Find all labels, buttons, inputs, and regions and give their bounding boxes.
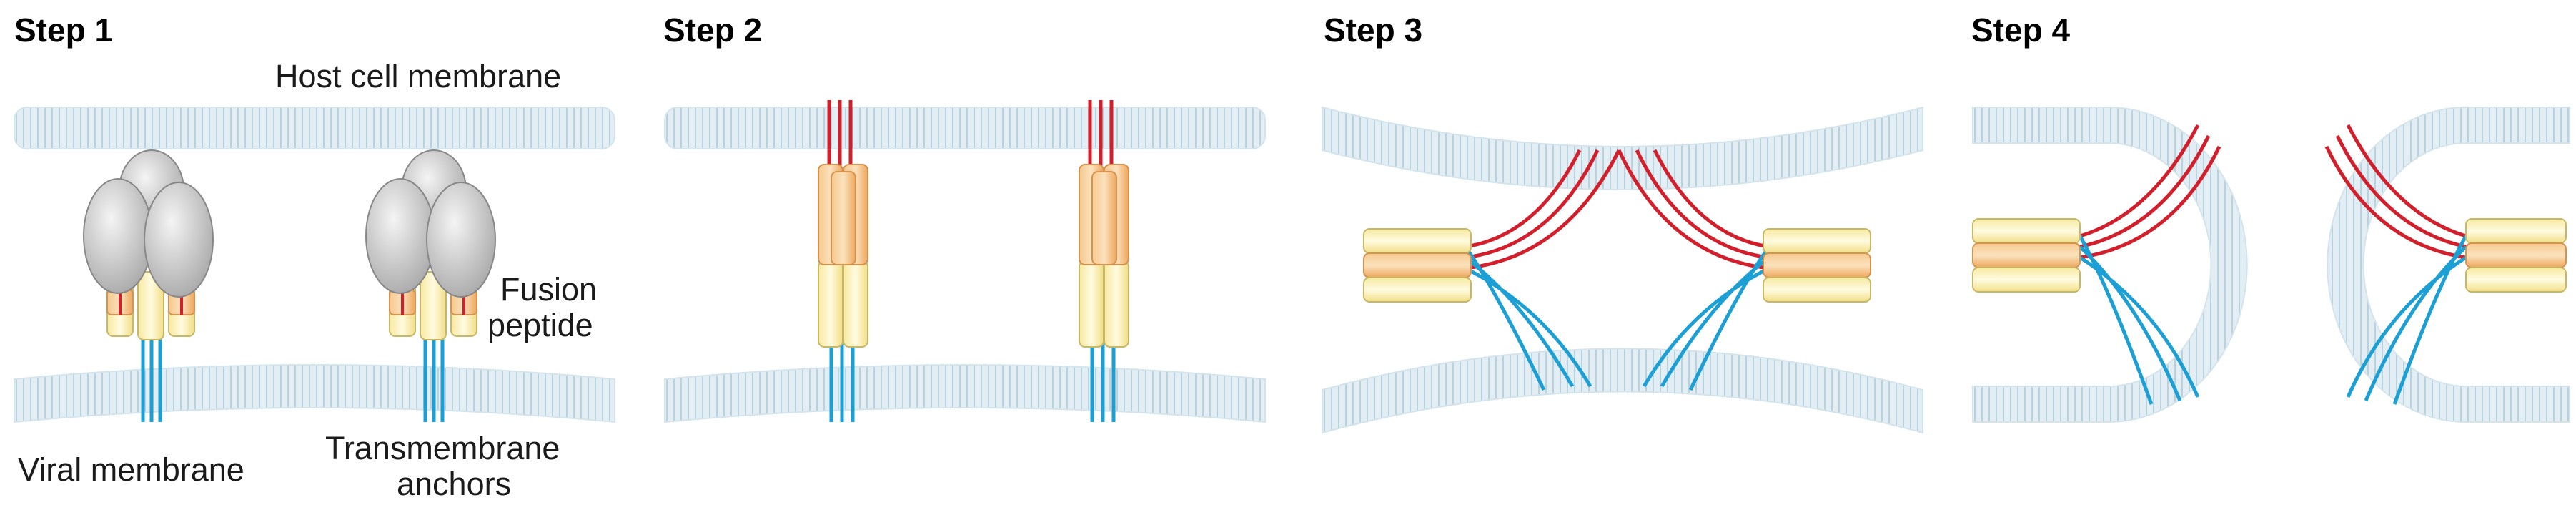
step-3-title: Step 3: [1324, 11, 1422, 49]
fusion-protein-hairpin-right: [1617, 149, 1871, 391]
viral-membrane: [1322, 348, 1923, 434]
fusion-peptide-label: peptide: [487, 307, 593, 343]
fusion-protein-extended: [818, 100, 868, 422]
transmembrane-anchors-label: Transmembrane: [325, 430, 560, 466]
host-cell-membrane: [664, 107, 1266, 149]
viral-membrane: [664, 364, 1266, 423]
step-3-panel: Step 3: [1322, 11, 1923, 434]
fusion-protein-prefusion: [365, 149, 496, 422]
fusion-protein-hairpin-left: [1363, 149, 1621, 391]
viral-membrane: [14, 364, 615, 423]
step-2-title: Step 2: [663, 11, 762, 49]
step-2-panel: Step 2: [663, 11, 1266, 423]
fusion-peptide-label: Fusion: [500, 271, 597, 308]
fusion-protein-extended: [1079, 100, 1129, 422]
fusion-protein-hairpin-right: [2324, 124, 2567, 405]
step-4-panel: Step 4: [1971, 11, 2570, 423]
fusion-protein-hairpin-left: [1972, 124, 2221, 405]
step-4-title: Step 4: [1971, 11, 2070, 49]
host-cell-membrane: [14, 107, 615, 149]
viral-membrane-label: Viral membrane: [18, 451, 244, 488]
step-1-title: Step 1: [14, 11, 113, 49]
fused-membrane-right: [2327, 107, 2570, 423]
transmembrane-anchors-label: anchors: [397, 466, 511, 502]
host-membrane-label: Host cell membrane: [275, 58, 561, 94]
fused-membrane-left: [1972, 107, 2248, 423]
fusion-protein-prefusion: [83, 149, 214, 422]
host-cell-membrane: [1322, 106, 1923, 190]
step-1-panel: Step 1 Host cell membrane: [14, 11, 615, 502]
